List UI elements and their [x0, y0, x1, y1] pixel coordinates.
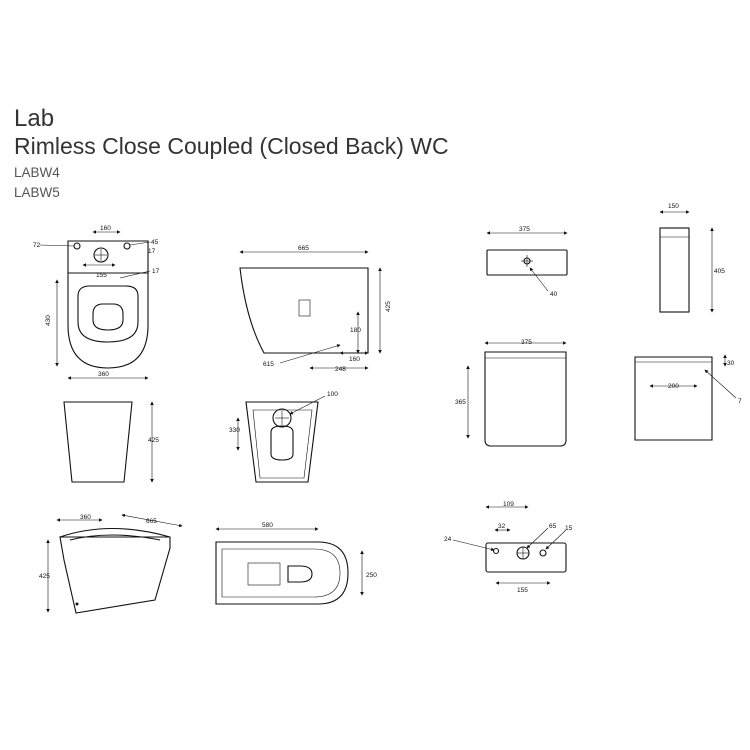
- dim-top-72: 72: [33, 242, 41, 249]
- plan-view: 580 250: [215, 522, 377, 605]
- top-view: 160 72 45 17 155 17 430 360: [33, 225, 160, 380]
- dim-cistern-front-375: 375: [521, 339, 532, 346]
- dim-plan-580: 580: [262, 522, 273, 529]
- dim-side-615: 615: [263, 361, 274, 368]
- dim-side-180: 180: [350, 327, 361, 334]
- dim-iso-425: 425: [39, 573, 50, 580]
- dim-rear-330: 330: [229, 427, 240, 434]
- dim-cistern-base-155: 155: [517, 587, 528, 594]
- cistern-base-view: 109 32 65 15 24 155: [444, 501, 573, 594]
- dim-cistern-base-15: 15: [565, 525, 573, 532]
- dim-cistern-base-24: 24: [444, 536, 452, 543]
- dim-front-425: 425: [148, 437, 159, 444]
- front-view: 425: [63, 401, 159, 483]
- dim-cistern-base-65: 65: [549, 523, 557, 530]
- flush-button-icon: [93, 247, 109, 263]
- dim-top-160: 160: [100, 225, 111, 232]
- brand-name: Lab: [14, 105, 55, 132]
- dim-top-17b: 17: [152, 268, 160, 275]
- dim-iso-360: 360: [80, 514, 91, 521]
- cistern-side-upper-view: 150 405: [659, 203, 725, 313]
- dim-side-248: 248: [335, 366, 346, 373]
- dim-plan-250: 250: [366, 572, 377, 579]
- side-view: 665 425 180 160 248 615: [239, 245, 392, 373]
- dim-iso-665: 665: [146, 518, 157, 525]
- dim-cistern-side-7: 7: [738, 398, 742, 405]
- dim-cistern-side-200: 200: [668, 383, 679, 390]
- dim-cistern-base-32: 32: [498, 523, 506, 530]
- dim-rear-100: 100: [327, 391, 338, 398]
- dim-top-45: 45: [151, 239, 159, 246]
- isometric-view: 360 665 425: [39, 513, 183, 614]
- product-code-2: LABW5: [14, 185, 60, 200]
- dim-cistern-top-375: 375: [519, 226, 530, 233]
- dim-top-360: 360: [98, 371, 109, 378]
- dim-side-160: 160: [349, 356, 360, 363]
- dim-cistern-front-365: 365: [455, 399, 466, 406]
- dim-cistern-top-40: 40: [550, 291, 558, 298]
- product-title: Rimless Close Coupled (Closed Back) WC: [14, 133, 449, 159]
- cistern-front-view: 375 365: [455, 339, 567, 447]
- dim-cistern-side-150: 150: [668, 203, 679, 210]
- dim-side-665: 665: [298, 245, 309, 252]
- dim-top-17a: 17: [148, 248, 156, 255]
- rear-view: 100 330: [229, 391, 338, 483]
- dim-cistern-base-109: 109: [503, 501, 514, 508]
- dim-cistern-side-405: 405: [714, 268, 725, 275]
- cistern-top-view: 375 40: [486, 226, 568, 298]
- dim-side-425: 425: [385, 301, 392, 312]
- dim-top-155: 155: [96, 272, 107, 279]
- dim-cistern-side-30: 30: [727, 360, 735, 367]
- product-code-1: LABW4: [14, 165, 60, 180]
- dim-top-430: 430: [45, 315, 52, 326]
- cistern-side-view: 200 30 7: [634, 354, 742, 441]
